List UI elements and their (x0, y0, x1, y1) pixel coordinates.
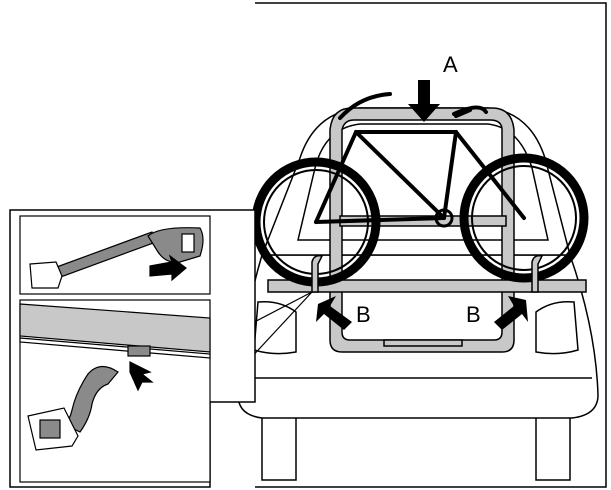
front-wheel (459, 153, 589, 283)
arrow-a-icon (408, 80, 440, 122)
car-tyre-right (535, 407, 571, 481)
bar-section (19, 303, 211, 353)
rear-window (297, 123, 549, 241)
tail-light-left (253, 300, 297, 355)
arrows (316, 80, 528, 330)
inset-bottom-bar (19, 303, 211, 451)
main-frame (255, 2, 607, 488)
inset-top-strap (29, 227, 204, 289)
buckle-icon (29, 261, 63, 289)
bike-frame (314, 92, 526, 224)
label-b-left: B (356, 302, 371, 327)
arrow-slot-icon (129, 361, 154, 392)
label-b-right: B (466, 302, 481, 327)
car-tyre-left (261, 407, 297, 481)
rack-loop (329, 107, 515, 353)
label-a: A (443, 52, 458, 77)
chainring (434, 208, 454, 228)
rack-lower-bar (267, 279, 587, 293)
arrow-strap-icon (149, 254, 187, 282)
rack-frame (267, 107, 587, 353)
arrow-b-right-icon (494, 296, 528, 330)
detail-inset (9, 209, 256, 488)
arrow-b-left-icon (316, 296, 352, 330)
tail-light-right (535, 300, 579, 355)
hook-right (531, 254, 544, 293)
license-plate-clip (383, 339, 463, 347)
bar-slot (127, 345, 151, 357)
wheel-hooks (311, 254, 544, 293)
hook-left (311, 254, 324, 293)
